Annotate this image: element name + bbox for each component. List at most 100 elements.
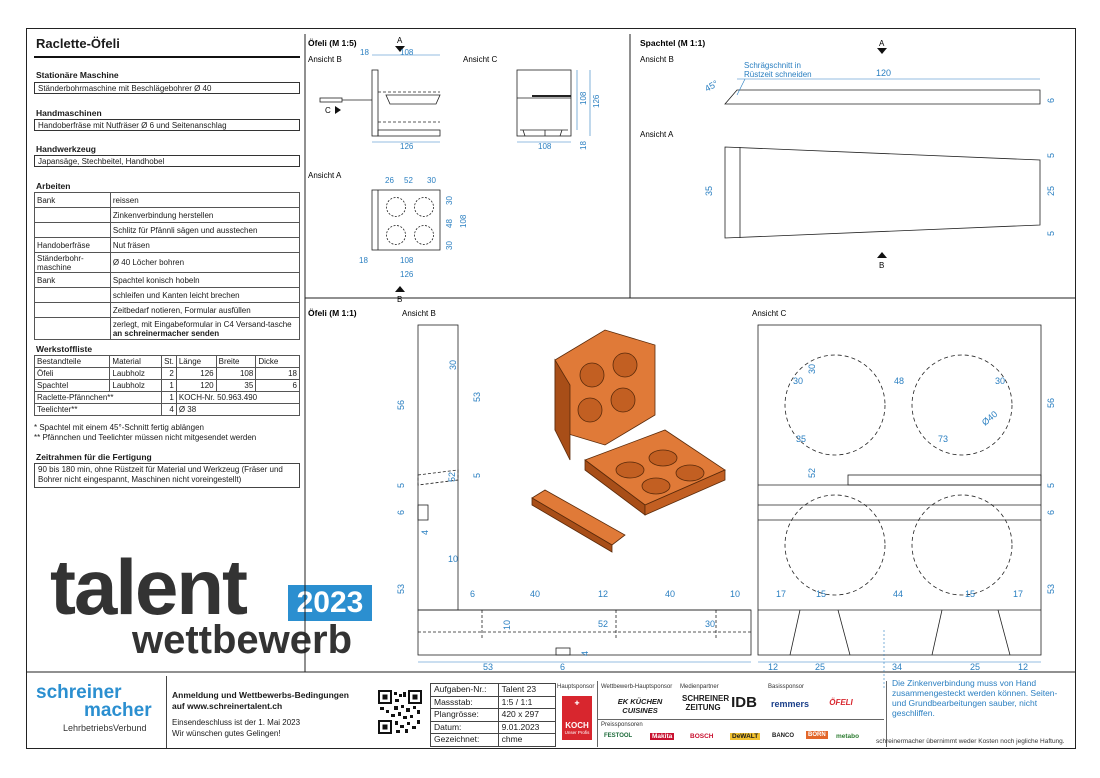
stationary-value: Ständerbohrmaschine mit Beschlägebohrer …	[34, 82, 300, 94]
svg-text:25: 25	[970, 662, 980, 672]
large-view-c-label: Ansicht C	[752, 309, 786, 318]
svg-text:5: 5	[396, 483, 406, 488]
svg-text:18: 18	[359, 256, 368, 265]
svg-text:56: 56	[1046, 398, 1056, 408]
svg-text:C: C	[325, 106, 331, 115]
svg-text:126: 126	[400, 142, 414, 151]
view-marker-b-spachtel: B	[877, 252, 887, 270]
svg-text:48: 48	[445, 219, 454, 228]
joint-note: Die Zinkenverbindung muss von Hand zusam…	[892, 678, 1058, 718]
large-view-c	[757, 324, 1042, 656]
svg-text:4: 4	[580, 651, 590, 656]
svg-text:Schrägschnitt in: Schrägschnitt in	[744, 61, 801, 70]
makita-logo: Makita	[650, 733, 675, 740]
svg-text:40: 40	[530, 589, 540, 599]
svg-text:73: 73	[938, 434, 948, 444]
spachtel-view-a-dims: 35 5 25 5	[704, 153, 1056, 236]
svg-text:35: 35	[704, 186, 714, 196]
svg-text:12: 12	[1018, 662, 1028, 672]
svg-text:53: 53	[483, 662, 493, 672]
oefeli-large-title: Öfeli (M 1:1)	[308, 308, 357, 318]
handmachines-value: Handoberfräse mit Nutfräser Ø 6 und Seit…	[34, 119, 300, 131]
svg-text:6: 6	[396, 510, 406, 515]
schreinermacher-logo-line1: schreiner	[36, 682, 122, 703]
deadline-text: Einsendeschluss ist der 1. Mai 2023	[172, 718, 301, 727]
svg-text:126: 126	[400, 270, 414, 279]
small-view-a	[371, 189, 441, 251]
svg-text:18: 18	[360, 48, 369, 57]
small-view-a-dims: 26 52 30 30 48 30 108 18 108 126	[359, 176, 468, 279]
svg-text:30: 30	[427, 176, 436, 185]
view-marker-a-small: A	[395, 36, 405, 52]
spachtel-view-b	[724, 89, 1041, 105]
stationary-heading: Stationäre Maschine	[36, 70, 119, 80]
svg-text:12: 12	[598, 589, 608, 599]
handmachines-heading: Handmaschinen	[36, 108, 102, 118]
registration-title-1: Anmeldung und Wettbewerbs-Bedingungen	[172, 690, 349, 700]
svg-text:40: 40	[665, 589, 675, 599]
brand-talent: talent	[50, 543, 248, 631]
svg-text:6: 6	[560, 662, 565, 672]
svg-text:Rüstzeit schneiden: Rüstzeit schneiden	[744, 70, 812, 79]
handtools-value: Japansäge, Stechbeitel, Handhobel	[34, 155, 300, 167]
preissponsoren-label: Preissponsoren	[601, 722, 643, 728]
isometric-illustration	[531, 329, 726, 553]
spachtel-title: Spachtel (M 1:1)	[640, 38, 705, 48]
svg-text:5: 5	[1046, 231, 1056, 236]
svg-text:25: 25	[1046, 186, 1056, 196]
small-view-b	[319, 69, 441, 137]
svg-text:10: 10	[502, 620, 512, 630]
zeitrahmen-heading: Zeitrahmen für die Fertigung	[36, 452, 152, 462]
view-marker-b-small: B	[395, 286, 405, 304]
svg-text:15: 15	[965, 589, 975, 599]
svg-text:120: 120	[876, 68, 891, 78]
svg-text:108: 108	[579, 91, 588, 105]
svg-text:52: 52	[598, 619, 608, 629]
svg-text:45°: 45°	[703, 78, 720, 94]
svg-text:A: A	[879, 39, 885, 48]
svg-text:56: 56	[396, 400, 406, 410]
svg-text:108: 108	[400, 256, 414, 265]
schreinermacher-logo-line2: macher	[84, 700, 152, 721]
svg-text:B: B	[397, 295, 402, 304]
svg-text:34: 34	[892, 662, 902, 672]
large-view-b	[417, 324, 752, 656]
svg-text:6: 6	[470, 589, 475, 599]
svg-text:12: 12	[768, 662, 778, 672]
registration-title-2: auf www.schreinertalent.ch	[172, 701, 283, 711]
svg-text:30: 30	[448, 360, 458, 370]
zeitrahmen-text: 90 bis 180 min, ohne Rüstzeit für Materi…	[34, 463, 300, 488]
drawing-sheet-border	[26, 28, 1076, 749]
table-row: schleifen und Kanten leicht brechen	[34, 287, 301, 303]
svg-text:30: 30	[995, 376, 1005, 386]
spachtel-view-a	[724, 146, 1041, 239]
svg-text:10: 10	[448, 554, 458, 564]
svg-text:5: 5	[472, 473, 482, 478]
basissponsor-label: Basissponsor	[768, 684, 805, 690]
svg-text:18: 18	[579, 141, 588, 150]
large-view-c-dims: 30 30 48 30 Ø40 35 73 52 56 5 6 53 17 15…	[758, 364, 1056, 690]
view-marker-a-spachtel: A	[877, 39, 887, 54]
festool-logo: FESTOOL	[604, 733, 633, 739]
svg-text:52: 52	[447, 472, 457, 482]
svg-text:108: 108	[538, 142, 552, 151]
svg-text:25: 25	[815, 662, 825, 672]
lehrbetriebsverbund-label: LehrbetriebsVerbund	[63, 723, 147, 733]
title-underline	[34, 56, 300, 58]
wb-hauptsponsor-label: Wettbewerb-Hauptsponsor	[601, 684, 673, 690]
spachtel-view-b-dims: 120 6 45° Schrägschnitt in Rüstzeit schn…	[703, 61, 1056, 103]
svg-text:6: 6	[1046, 510, 1056, 515]
koch-logo: ✚ KOCH Unser Profis	[562, 696, 592, 740]
hauptsponsor-label: Hauptsponsor	[557, 684, 595, 690]
ek-kuechen-logo: EK KÜCHEN CUISINES	[617, 697, 663, 715]
arbeiten-heading: Arbeiten	[36, 181, 71, 191]
qr-code-icon[interactable]	[378, 690, 422, 734]
svg-text:126: 126	[592, 94, 601, 108]
disclaimer-text: schreinermacher übernimmt weder Kosten n…	[876, 738, 1065, 745]
svg-text:A: A	[397, 36, 403, 45]
